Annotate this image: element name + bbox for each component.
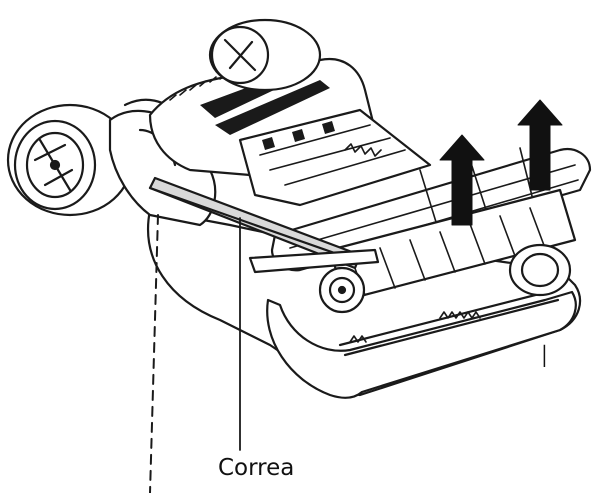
motor-vent-dark [200, 68, 330, 135]
step-label: I [540, 340, 549, 375]
up-arrow-icon [517, 99, 563, 191]
spring [344, 143, 382, 157]
motor-ribs [169, 73, 227, 101]
rear-wheel [208, 18, 322, 92]
guard-teeth [349, 311, 481, 343]
deck-lines [259, 124, 406, 186]
right-end-cap [508, 243, 572, 297]
dashed-reference-line [149, 214, 159, 493]
belt-edge [148, 186, 362, 264]
brushroll [318, 188, 577, 314]
belt-bar [248, 248, 380, 274]
left-wheel [6, 103, 134, 217]
belt-label: Correa [218, 455, 295, 481]
deck-clips [262, 121, 335, 150]
floor-guard [266, 290, 577, 399]
middle-deck [238, 108, 432, 207]
up-arrow-icon [439, 134, 485, 226]
